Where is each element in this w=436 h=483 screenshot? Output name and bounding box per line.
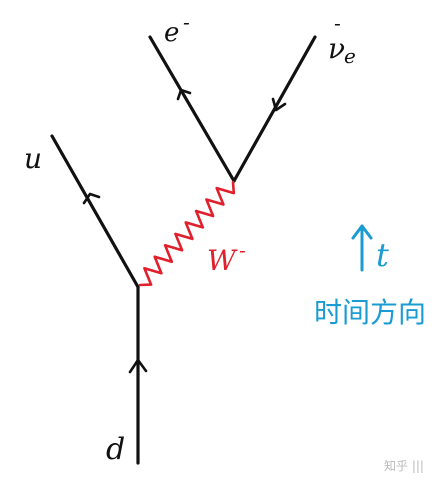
d-arrow-icon [128,358,148,374]
antineutrino-subscript-label: e [344,44,356,68]
line-arrows [82,88,287,374]
fermion-lines [50,35,317,465]
antineutrino-label: ν [328,32,345,65]
watermark-label: 知乎 ||| [384,459,424,473]
w-boson-labels: W - [207,238,246,277]
antineutrino-arrow-icon [271,97,287,112]
time-axis: t 时间方向 [314,224,426,329]
w-boson-charge-label: - [239,238,246,262]
electron-label: e [164,18,179,48]
electron-charge-label: - [183,10,190,34]
electron-line [148,35,236,183]
u-arrow-icon [82,192,101,205]
antineutrino-bar-label: - [334,11,341,35]
w-boson-label: W [207,244,238,277]
time-direction-caption: 时间方向 [314,296,426,329]
electron-arrow-icon [176,88,192,101]
time-arrow-icon [351,224,373,272]
d-quark-label: d [106,432,125,467]
time-symbol-label: t [376,236,389,274]
particle-labels: d u e - - ν e [24,10,356,467]
u-quark-line [50,134,140,289]
u-quark-label: u [24,142,42,175]
w-boson-wavy-line [138,180,236,287]
